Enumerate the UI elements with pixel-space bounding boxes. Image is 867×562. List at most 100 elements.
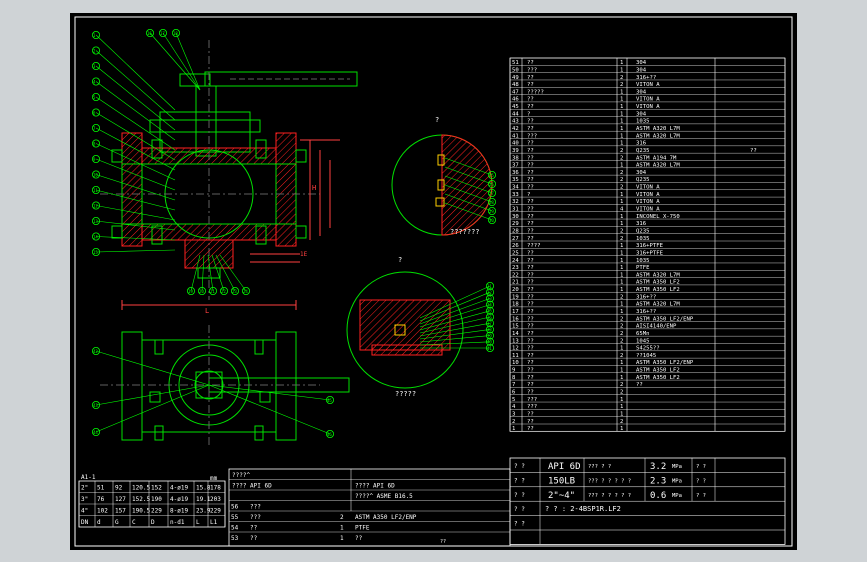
leader-balloon (92, 201, 101, 210)
part-qty: 1 (620, 411, 623, 417)
leader-number: 31 (487, 284, 492, 289)
part-number: 22 (512, 272, 519, 278)
part-qty: 1 (620, 60, 623, 66)
part-material: VITON A (636, 185, 660, 191)
leader-number: 27 (489, 191, 494, 196)
elevation-section-view (100, 40, 358, 310)
leader-line (444, 184, 493, 203)
part-qty: 1 (620, 192, 623, 198)
part-name: ?? (527, 228, 534, 234)
leader-line (95, 189, 176, 211)
part-name: ?? (527, 368, 534, 374)
spec-unit: MPa (672, 493, 682, 499)
part-qty: 1 (620, 258, 623, 264)
part-material: ASTM A350 LF2 (636, 375, 680, 381)
detail-view-lower (346, 271, 464, 389)
part-qty: 2 (620, 228, 623, 234)
leader-number: 14 (93, 234, 98, 239)
title-std: ???? API 6D (355, 483, 395, 490)
part-name: ?? (527, 250, 534, 256)
spec-col3-label: ??? ? ? ? ? ? (588, 493, 631, 499)
part-number: 2 (512, 419, 515, 425)
spec-value: API 6D (548, 462, 581, 472)
leader-line (419, 335, 491, 343)
part-number: 27 (512, 236, 519, 242)
leader-balloon (92, 30, 101, 39)
part-number: 43 (512, 119, 519, 125)
leader-balloon (92, 216, 101, 225)
part-number: 34 (512, 185, 519, 191)
part-name: ?? (527, 265, 534, 271)
spec-model: ? ? : 2-4BSP1R.LF2 (545, 505, 621, 513)
part-name: ?? (527, 258, 534, 264)
dim-table-header: D (151, 519, 155, 526)
part-qty: 2 (620, 353, 623, 359)
part-material: 65Mn (636, 331, 649, 337)
dim-table-unit: mm (210, 475, 218, 482)
part-material: 304 (636, 60, 647, 66)
part-material: ASTM A350 LF2/ENP (636, 360, 694, 366)
part-qty: 1 (620, 272, 623, 278)
part-number: 35 (512, 177, 519, 183)
leader-balloon (325, 429, 334, 438)
part-name: ????? (527, 89, 544, 95)
part-material: 1045 (636, 338, 649, 344)
leader-line (95, 174, 176, 201)
part-material: VITON A (636, 192, 660, 198)
part-name: ?? (527, 221, 534, 227)
part-material: ASTM A320 L7M (636, 163, 680, 169)
part-number: 46 (512, 97, 519, 103)
part-number: 44 (512, 111, 519, 117)
dim-table-header: d (97, 519, 101, 526)
leader-line (444, 175, 493, 194)
part-name: ?? (527, 426, 534, 432)
leader-number: 29 (489, 209, 494, 214)
part-name: ?? (527, 214, 534, 220)
part-number: 32 (512, 199, 519, 205)
part-material: ASTM A320 L7M (636, 126, 680, 132)
part-number: 41 (512, 133, 519, 139)
part-name: ?? (527, 177, 534, 183)
part-note: ?? (750, 148, 757, 154)
leader-balloon (485, 331, 494, 340)
dim-table-header: L1 (210, 519, 218, 526)
dim-table-header: C (132, 519, 136, 526)
flange-left (121, 132, 143, 247)
part-material: 1035 (636, 258, 649, 264)
leader-line (95, 112, 176, 161)
part-material: ?? (636, 382, 643, 388)
part-material: S4255?? (636, 346, 660, 352)
dim-table-cell: 3" (81, 496, 88, 503)
leader-number: 18 (173, 31, 178, 36)
leader-balloon (485, 294, 494, 303)
leader-line (211, 254, 225, 292)
leader-balloon (92, 108, 101, 117)
leader-balloon (92, 154, 101, 163)
leader-number: 41 (487, 346, 492, 351)
part-qty: 1 (620, 199, 623, 205)
part-qty: 1 (620, 280, 623, 286)
part-material: 316+?? (636, 75, 656, 81)
part-number: 28 (512, 228, 519, 234)
leader-line (95, 50, 176, 121)
part-name: ?? (527, 75, 534, 81)
leader-balloon (197, 286, 206, 295)
part-material: ASTM A320 L7M (636, 272, 680, 278)
title-std: ????^ ASME B16.5 (355, 493, 413, 500)
part-material: ASTM A194 7M (636, 155, 677, 161)
part-qty: 1 (620, 214, 623, 220)
part-name: ?? (527, 82, 534, 88)
part-qty: 1 (620, 141, 623, 147)
part-name: ?? (527, 309, 534, 315)
leader-balloon (92, 46, 101, 55)
leader-line (419, 298, 491, 325)
leader-balloon (485, 337, 494, 346)
part-name: ?? (527, 411, 534, 417)
dim-table-cell: 120.5 (132, 485, 150, 492)
part-name: ??? (527, 67, 537, 73)
leader-line (95, 96, 176, 151)
leader-number: 42 (93, 349, 98, 354)
